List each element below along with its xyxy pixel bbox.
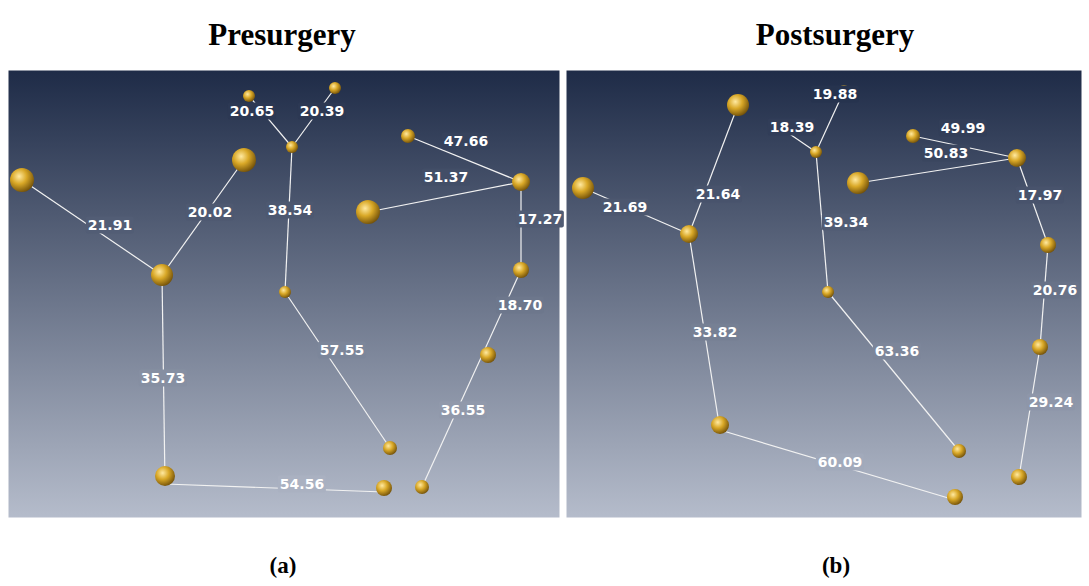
measurement-lines: [22, 88, 1048, 500]
distance-label: 19.88: [811, 86, 859, 103]
landmark-sphere: [286, 141, 298, 153]
distance-label: 54.56: [278, 476, 326, 493]
landmark-sphere: [1040, 237, 1056, 253]
landmark-sphere: [512, 173, 530, 191]
landmark-sphere: [155, 466, 175, 486]
distance-label: 21.64: [694, 186, 742, 203]
distance-label: 18.70: [496, 297, 544, 314]
distance-label: 63.36: [873, 343, 921, 360]
panel-background: [566, 70, 1082, 518]
landmark-sphere: [711, 416, 729, 434]
distance-label: 47.66: [442, 133, 490, 150]
distance-label: 39.34: [822, 214, 870, 231]
landmark-sphere: [356, 200, 380, 224]
landmark-sphere: [480, 347, 496, 363]
distance-label: 20.02: [186, 204, 234, 221]
landmark-sphere: [727, 94, 749, 116]
distance-label: 17.97: [1016, 187, 1064, 204]
distance-label: 49.99: [939, 120, 987, 137]
panel-heading: Postsurgery: [756, 17, 914, 53]
landmark-sphere: [680, 225, 698, 243]
distance-label: 21.91: [86, 217, 134, 234]
landmark-sphere: [279, 286, 291, 298]
panel-heading: Presurgery: [208, 17, 355, 53]
landmark-sphere: [151, 264, 173, 286]
landmark-sphere: [1008, 149, 1026, 167]
landmark-sphere: [513, 262, 529, 278]
landmark-sphere: [952, 444, 966, 458]
landmark-spheres: [10, 82, 1056, 505]
landmark-sphere: [376, 480, 392, 496]
landmark-sphere: [243, 90, 255, 102]
landmark-sphere: [415, 480, 429, 494]
landmark-sphere: [847, 172, 869, 194]
landmark-sphere: [906, 129, 920, 143]
landmark-sphere: [383, 441, 397, 455]
distance-label: 60.09: [816, 454, 864, 471]
distance-label: 38.54: [266, 202, 314, 219]
distance-label: 57.55: [318, 342, 366, 359]
distance-label: 17.27: [516, 211, 564, 228]
distance-label: 20.39: [298, 103, 346, 120]
landmark-sphere: [401, 129, 415, 143]
landmark-sphere: [1032, 339, 1048, 355]
landmark-sphere: [810, 146, 822, 158]
distance-label: 50.83: [922, 145, 970, 162]
distance-label: 51.37: [422, 169, 470, 186]
distance-label: 35.73: [139, 370, 187, 387]
landmark-sphere: [947, 489, 963, 505]
distance-label: 18.39: [768, 119, 816, 136]
distance-label: 29.24: [1027, 394, 1075, 411]
landmark-sphere: [1011, 469, 1027, 485]
landmark-sphere: [10, 168, 34, 192]
landmark-sphere: [329, 82, 341, 94]
distance-label: 21.69: [601, 199, 649, 216]
distance-label: 20.76: [1031, 282, 1079, 299]
panel-background: [8, 70, 560, 518]
landmark-sphere: [822, 286, 834, 298]
panel-tag: (b): [822, 553, 850, 579]
landmark-sphere: [232, 148, 256, 172]
landmark-sphere: [572, 177, 594, 199]
distance-label: 20.65: [228, 103, 276, 120]
distance-label: 36.55: [439, 402, 487, 419]
panel-tag: (a): [270, 553, 297, 579]
distance-label: 33.82: [691, 324, 739, 341]
